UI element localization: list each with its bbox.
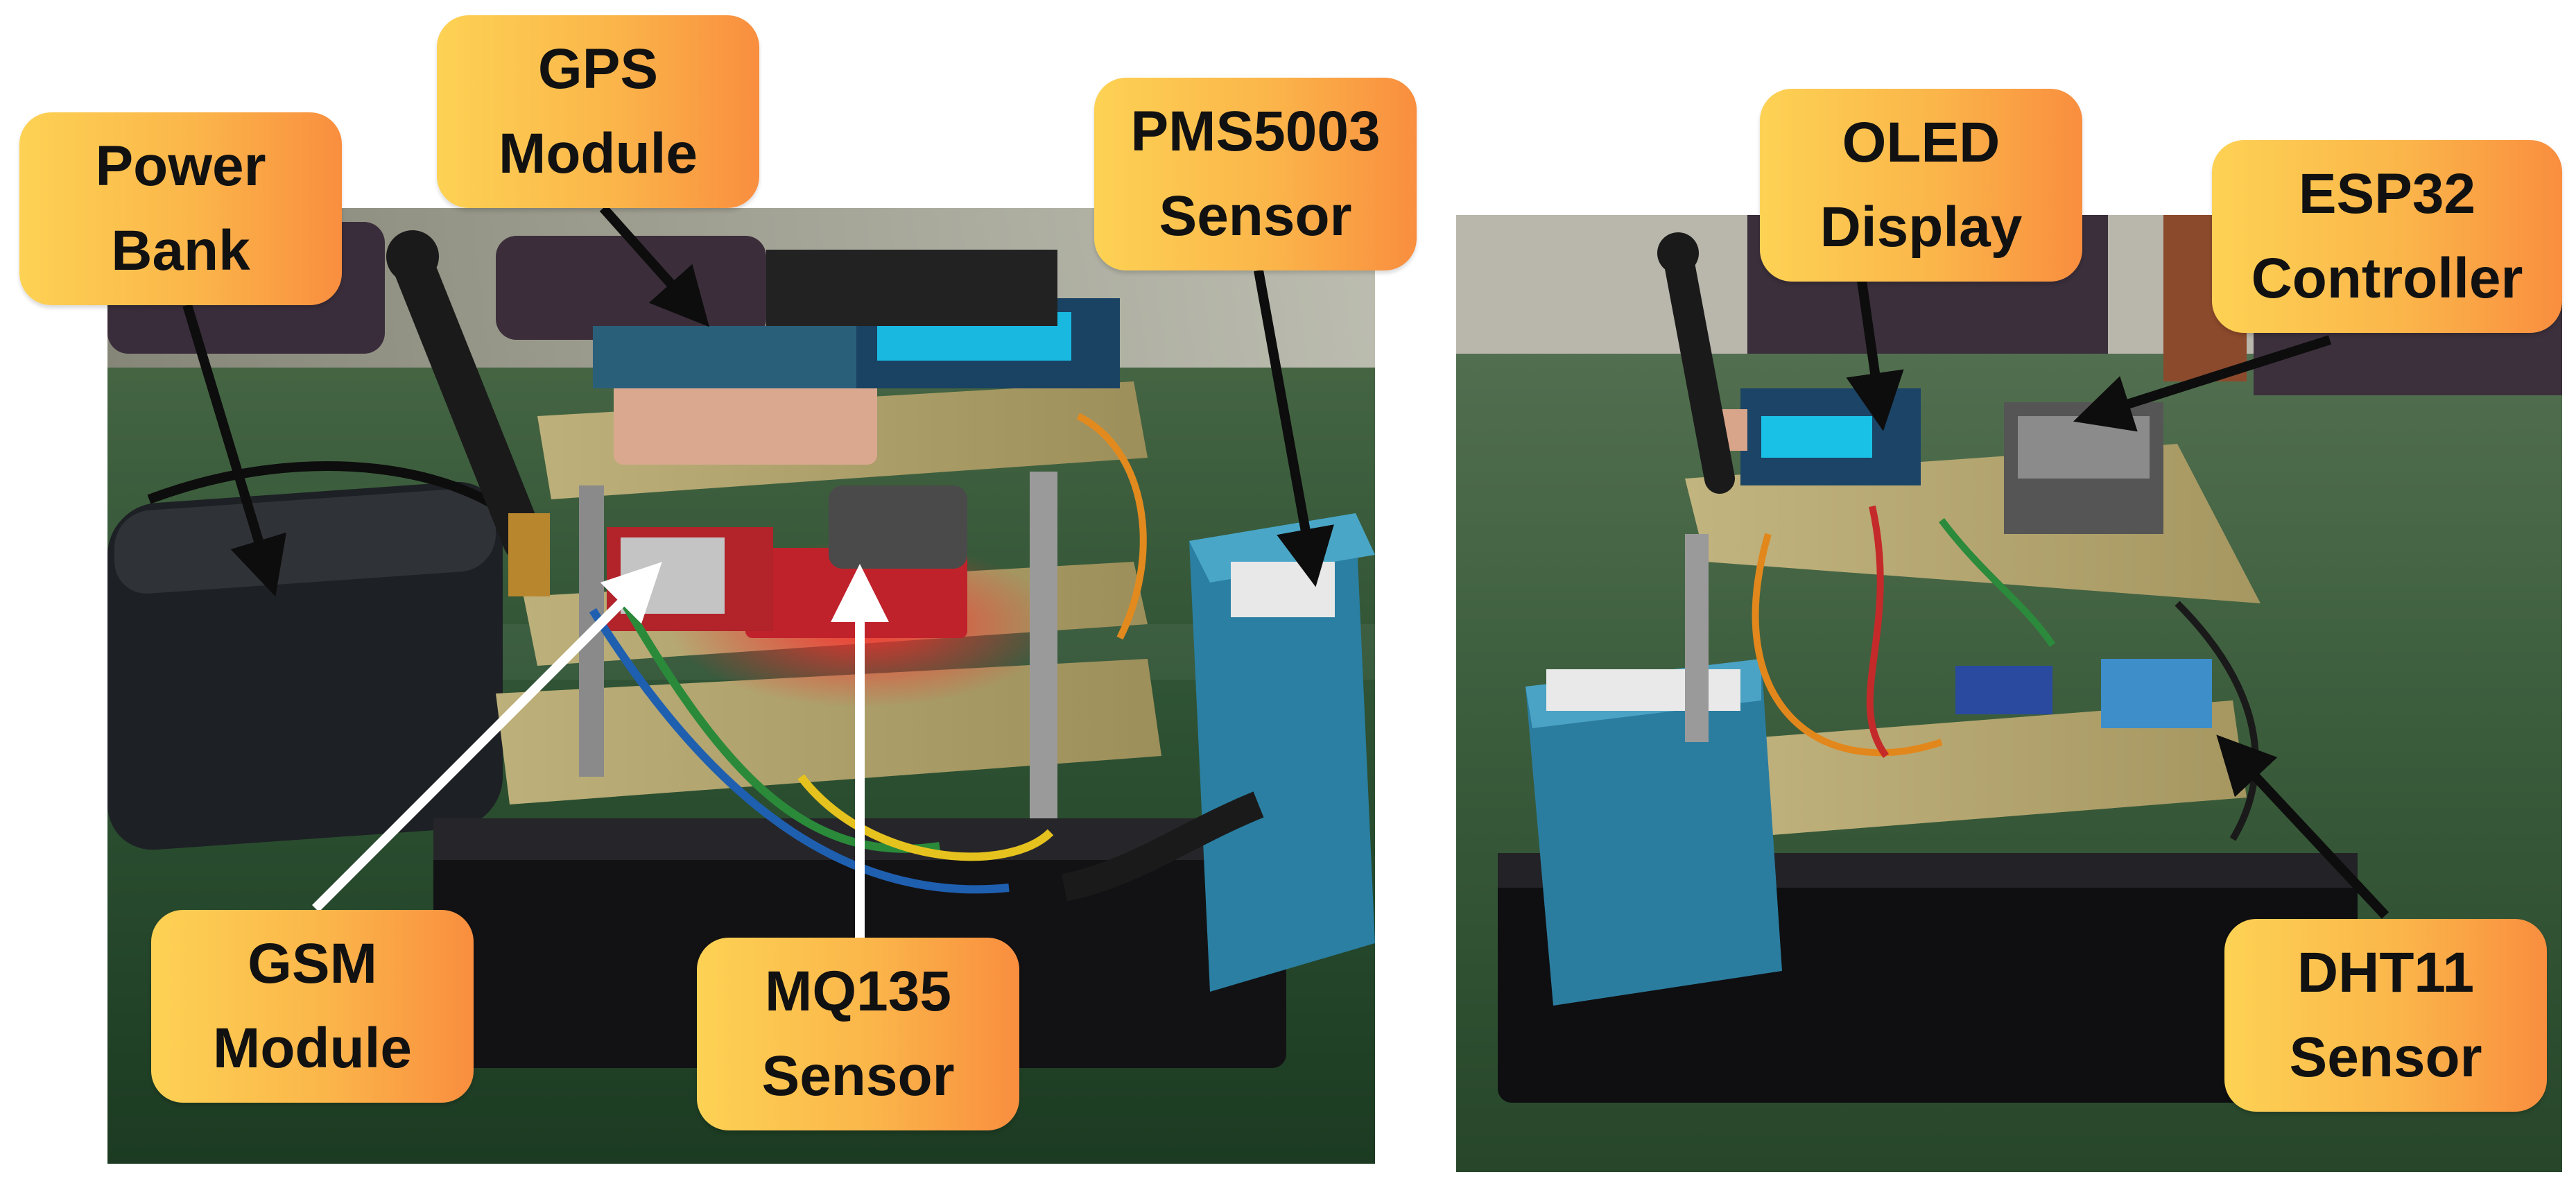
pms5003-right-shape (1525, 659, 1782, 1006)
label-pms5003-sensor: PMS5003 Sensor (1094, 78, 1417, 270)
label-power-bank: Power Bank (19, 112, 342, 305)
label-dht11-sensor: DHT11 Sensor (2224, 919, 2547, 1112)
label-gsm-module: GSM Module (151, 910, 474, 1103)
pms5003-shape (1189, 513, 1375, 992)
label-gps-module: GPS Module (437, 15, 759, 208)
label-mq135-sensor: MQ135 Sensor (697, 938, 1019, 1130)
label-esp32-controller: ESP32 Controller (2212, 140, 2562, 333)
label-oled-display: OLED Display (1760, 89, 2082, 282)
power-bank-shape (107, 481, 503, 850)
